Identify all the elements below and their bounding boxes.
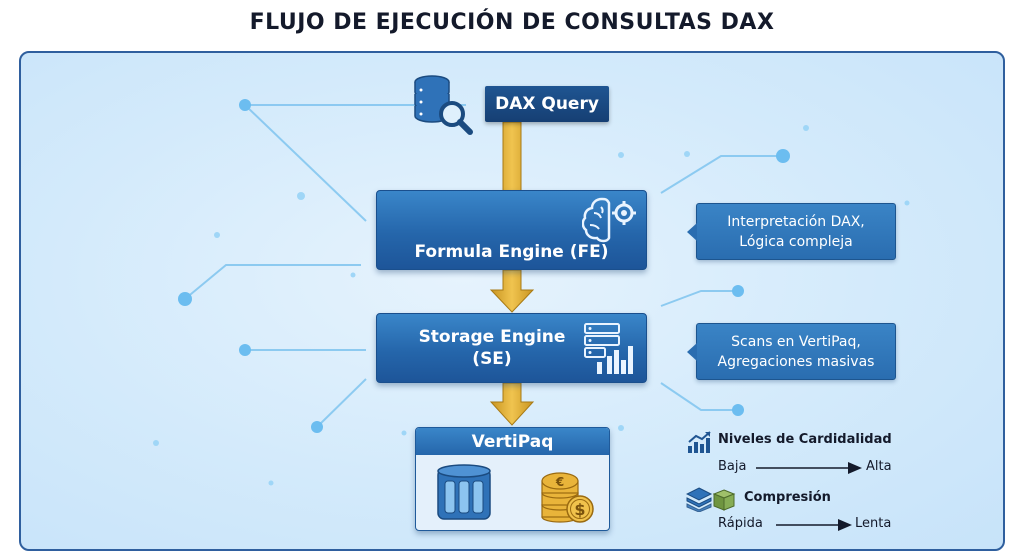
formula-engine-node: Formula Engine (FE) <box>376 190 647 270</box>
se-callout-line1: Scans en VertiPaq, <box>731 333 861 350</box>
dax-query-node: DAX Query <box>485 86 609 122</box>
layers-box-icon <box>686 487 736 512</box>
brain-gear-icon <box>582 197 636 243</box>
fe-callout-line2: Lógica compleja <box>739 233 853 250</box>
compression-legend-title: Compresión <box>744 490 831 505</box>
growth-chart-icon <box>688 431 711 453</box>
storage-engine-label-line2: (SE) <box>472 349 512 369</box>
storage-engine-label-line1: Storage Engine <box>418 327 566 347</box>
cardinality-legend-title: Niveles de Cardidalidad <box>718 432 892 447</box>
server-bars-icon <box>584 323 633 374</box>
cardinality-scale-arrow <box>756 462 862 474</box>
compression-slow-label: Lenta <box>855 516 892 531</box>
database-search-icon <box>414 75 473 135</box>
svg-text:€: € <box>555 475 564 489</box>
formula-engine-label: Formula Engine (FE) <box>414 242 609 262</box>
compression-fast-label: Rápida <box>718 516 763 531</box>
page-title: FLUJO DE EJECUCIÓN DE CONSULTAS DAX <box>249 10 775 35</box>
se-callout-line2: Agregaciones masivas <box>717 353 875 370</box>
cardinality-low-label: Baja <box>718 459 747 474</box>
fe-callout-line1: Interpretación DAX, <box>727 213 865 230</box>
se-callout: Scans en VertiPaq, Agregaciones masivas <box>687 323 896 380</box>
columnar-database-icon <box>437 464 491 520</box>
vertipaq-label: VertiPaq <box>416 428 609 455</box>
fe-callout: Interpretación DAX, Lógica compleja <box>687 203 896 260</box>
svg-text:$: $ <box>574 500 585 519</box>
vertipaq-node: VertiPaq € $ <box>415 427 610 531</box>
currency-coins-icon: € $ <box>541 472 594 523</box>
compression-scale-arrow <box>776 519 852 531</box>
cardinality-high-label: Alta <box>866 459 892 474</box>
storage-engine-node: Storage Engine (SE) <box>376 313 647 383</box>
storage-engine-label: Storage Engine (SE) <box>397 326 587 370</box>
